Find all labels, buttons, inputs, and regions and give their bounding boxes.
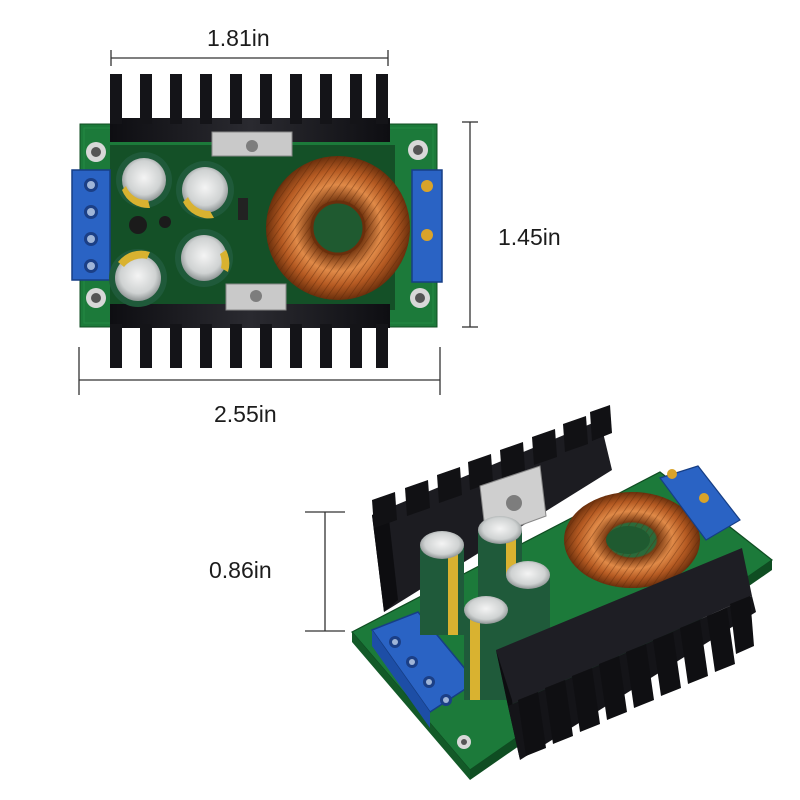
potentiometer-angled (659, 465, 741, 541)
mounting-hole (86, 140, 430, 308)
screw-terminal (71, 169, 111, 281)
capacitor-angled (420, 516, 550, 700)
toroidal-inductor (266, 156, 410, 300)
heatsink-front (496, 548, 756, 760)
capacitor (109, 152, 234, 307)
dimension-label-overall-width: 2.55in (214, 401, 277, 427)
heatsink-bottom (110, 283, 390, 368)
dimension-label-board-height: 1.45in (498, 224, 561, 250)
dimension-label-profile-height: 0.86in (209, 557, 272, 583)
module-top-view (71, 74, 443, 368)
module-angled-view (351, 405, 774, 780)
heatsink-top (110, 74, 390, 157)
dimension-label-top-width: 1.81in (207, 25, 270, 51)
potentiometer (411, 169, 443, 283)
toroidal-inductor-angled (564, 492, 700, 588)
dimension-lines (78, 50, 478, 632)
